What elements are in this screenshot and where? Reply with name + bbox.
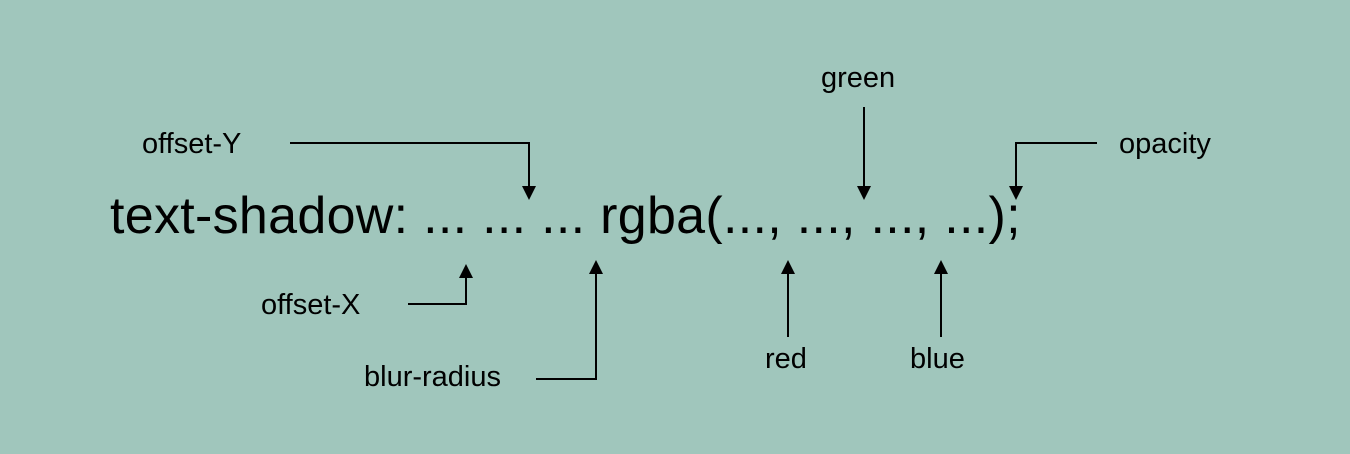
- text-shadow-declaration: text-shadow: ... ... ... rgba(..., ..., …: [110, 187, 1021, 245]
- green-arrow: [857, 107, 871, 200]
- blur-radius-label: blur-radius: [364, 361, 501, 393]
- blur-radius-arrow: [536, 260, 603, 380]
- offset-y-label: offset-Y: [142, 128, 242, 160]
- blue-label: blue: [910, 343, 965, 375]
- red-arrow: [781, 260, 795, 337]
- blue-arrow: [934, 260, 948, 337]
- offset-x-label: offset-X: [261, 289, 361, 321]
- green-label: green: [821, 62, 896, 94]
- red-label: red: [765, 343, 807, 375]
- offset-y-arrow: [290, 142, 536, 200]
- opacity-arrow: [1009, 142, 1097, 200]
- offset-x-arrow: [408, 264, 473, 305]
- opacity-label: opacity: [1119, 128, 1211, 160]
